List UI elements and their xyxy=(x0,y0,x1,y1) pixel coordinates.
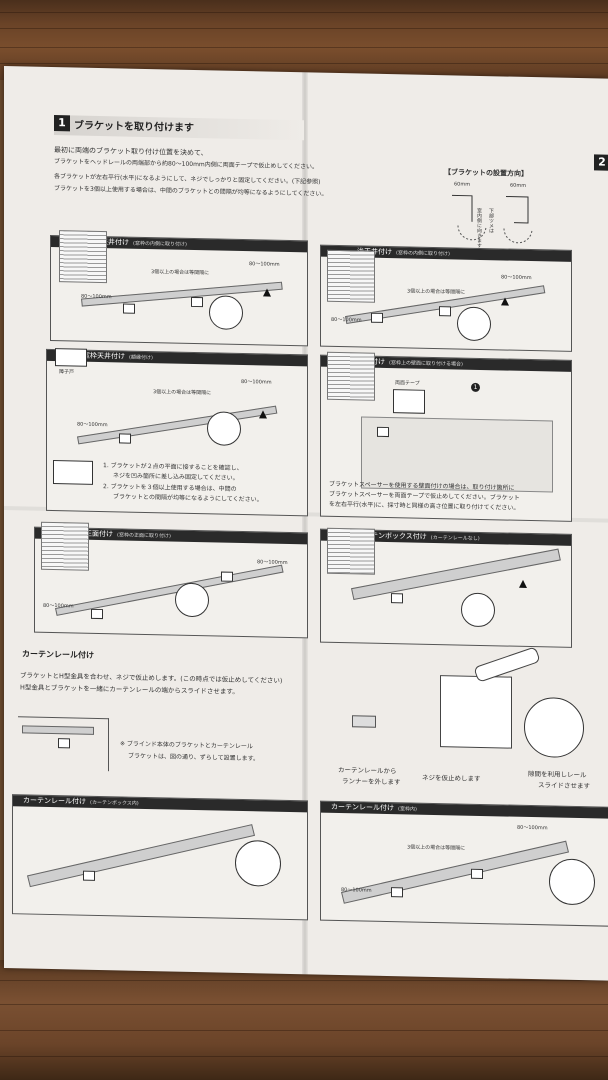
panel2-dim-a: 80～100mm xyxy=(331,316,362,324)
bottom1-bracket xyxy=(83,870,95,881)
panel6-subtitle: (カーテンレールなし) xyxy=(430,534,480,542)
rail-slide-detail-circle xyxy=(524,696,584,759)
panel5-dim-b: 80～100mm xyxy=(257,559,288,566)
panel-curtain-rail-frame: カーテンレール付け (室枠内) 3個以上の場合は等間隔に 80～100mm 80～… xyxy=(320,800,608,927)
panel4-subtitle: (窓枠上の壁面に取り付ける場合) xyxy=(389,360,463,368)
direction-dim-2: 60mm xyxy=(510,182,527,189)
panel3-tag: 障子戸 xyxy=(59,369,75,376)
panel4-blind xyxy=(327,351,375,401)
panel-wall-mount: 壁面付け(窓枠上の壁面に取り付ける場合) 両面テープ 1 ブラケットスペーサーを… xyxy=(320,351,572,522)
rail-offset-diagram xyxy=(18,716,109,772)
panel-curtain-rail-box: カーテンレール付け (カーテンボックス内) xyxy=(12,794,308,921)
panel3-bracket-left xyxy=(119,433,131,444)
panel-shallow-ceiling: 浅天井付け(窓枠の内側に取り付け) 3個以上の場合は等間隔に 80～100mm … xyxy=(320,244,572,352)
panel2-dim-b: 80～100mm xyxy=(501,274,532,282)
offset-bracket xyxy=(58,738,70,749)
intro-line-2: ブラケットをヘッドレールの両端部から約80～100mm内側に両面テープで仮止めし… xyxy=(54,158,319,171)
panel3-dim-a: 80～100mm xyxy=(77,421,108,429)
bottom2-bracket-left xyxy=(391,887,403,898)
panel2-spacing: 3個以上の場合は等間隔に xyxy=(407,288,466,296)
step1-header: 1 ブラケットを取り付けます xyxy=(54,115,304,141)
step-c-line-1: 隙間を利用しレール xyxy=(528,769,587,780)
h-bracket-illustration xyxy=(440,675,512,749)
bottom1-rail xyxy=(27,824,256,888)
panel-window-frame-ceiling: 室枠天井付け(窓枠の内側に取り付け) 3個以上の場合は等間隔に 80～100mm… xyxy=(50,230,308,347)
bottom1-subtitle: (カーテンボックス内) xyxy=(90,799,139,807)
step1-title: ブラケットを取り付けます xyxy=(74,120,194,134)
bottom2-title: カーテンレール付け xyxy=(331,802,394,813)
wood-table-bottom xyxy=(0,960,608,1080)
panel1-dim-b: 80～100mm xyxy=(249,261,280,268)
panel1-dim-a: 80～100mm xyxy=(81,293,112,301)
bottom2-subtitle: (室枠内) xyxy=(398,806,417,813)
panel2-bracket-middle xyxy=(439,306,451,317)
panel3-spacing: 3個以上の場合は等間隔に xyxy=(153,389,212,397)
direction-title: 【ブラケットの設置方向】 xyxy=(444,168,528,178)
panel1-bracket-middle xyxy=(191,296,203,308)
bracket-direction-diagram xyxy=(452,194,533,244)
panel2-bracket-left xyxy=(371,312,383,323)
step1-number: 1 xyxy=(54,115,70,132)
panel-curtain-box: カーテンボックス付け(カーテンレールなし) xyxy=(320,527,572,648)
panel2-up-arrow xyxy=(501,297,509,306)
bottom2-dim-b: 80～100mm xyxy=(517,824,548,832)
step-b: ネジを仮止めします xyxy=(422,773,481,783)
panel1-subtitle: (窓枠の内側に取り付け) xyxy=(133,240,187,248)
curtain-rail-heading: カーテンレール付け xyxy=(22,649,94,660)
panel3-up-arrow xyxy=(259,410,267,419)
bottom2-dim-a: 80～100mm xyxy=(341,887,372,894)
panel5-rail xyxy=(55,564,284,616)
curtain-rail-note-2: ブラケットは、図の通り、ずらして設置します。 xyxy=(128,752,259,763)
panel1-detail-circle xyxy=(209,295,243,331)
panel3-shoji-icon xyxy=(55,348,87,367)
panel1-bracket-left xyxy=(123,303,135,314)
panel5-subtitle: (窓枠の正面に取り付け) xyxy=(117,532,171,540)
runner-removed xyxy=(352,715,376,728)
direction-dim-1: 60mm xyxy=(454,181,471,188)
panel4-spacer-closeup xyxy=(393,389,425,414)
panel1-up-arrow xyxy=(263,288,271,297)
offset-rail xyxy=(22,725,94,735)
bottom2-bracket-middle xyxy=(471,868,483,880)
panel1-blind xyxy=(59,230,107,284)
panel5-dim-a: 80～100mm xyxy=(43,602,74,610)
panel-window-frame-ceiling-molding: 室枠天井付け (額縁付け) 障子戸 3個以上の場合は等間隔に 80～100mm 8… xyxy=(46,348,308,517)
bottom2-spacing: 3個以上の場合は等間隔に xyxy=(407,844,466,852)
direction-note-2: 下部ツメは xyxy=(488,208,494,234)
panel4-bracket xyxy=(377,426,389,438)
panel5-bracket-left xyxy=(91,608,103,620)
panel6-blind xyxy=(327,527,375,575)
step-a-line-2: ランナーを外します xyxy=(342,777,401,787)
panel3-note-4: ブラケットとの間隔が均等になるようにしてください。 xyxy=(113,493,263,504)
panel2-subtitle: (窓枠の内側に取り付け) xyxy=(396,250,450,258)
panel6-up-arrow xyxy=(519,579,527,588)
panel4-step-num: 1 xyxy=(471,382,480,392)
panel5-detail-circle xyxy=(175,582,209,618)
panel5-bracket-right xyxy=(221,571,233,582)
bracket-direction-box: 【ブラケットの設置方向】 60mm 60mm 室内側に向きます 下部ツメは xyxy=(444,167,544,249)
panel2-blind xyxy=(327,249,375,303)
step2-number: 2 xyxy=(594,154,608,171)
panel3-bracket-closeup xyxy=(53,460,93,485)
bottom1-detail-circle xyxy=(235,839,281,887)
panel6-bracket-left xyxy=(391,593,403,604)
panel5-blind xyxy=(41,521,89,571)
step-c-line-2: スライドさせます xyxy=(538,781,590,791)
panel6-detail-circle xyxy=(461,592,495,628)
bottom2-detail-circle xyxy=(549,858,595,906)
panel3-dim-b: 80～100mm xyxy=(241,378,272,386)
panel4-tape: 両面テープ xyxy=(395,380,420,387)
instruction-sheet: 1 ブラケットを取り付けます 最初に両端のブラケット取り付け位置を決めて、 ブラ… xyxy=(4,66,608,981)
panel6-box xyxy=(351,548,561,601)
panel3-title: 室枠天井付け xyxy=(83,351,125,361)
bottom1-title: カーテンレール付け xyxy=(23,796,86,806)
panel1-spacing: 3個以上の場合は等間隔に xyxy=(151,269,210,277)
panel3-detail-circle xyxy=(207,411,241,446)
panel3-subtitle: (額縁付け) xyxy=(129,354,153,362)
panel-window-frame-front: 室枠正面付け(窓枠の正面に取り付け) 80～100mm 80～100mm xyxy=(34,521,308,639)
direction-note-1: 室内側に向きます xyxy=(476,207,482,249)
wood-table-top xyxy=(0,0,608,80)
panel2-detail-circle xyxy=(457,306,491,342)
